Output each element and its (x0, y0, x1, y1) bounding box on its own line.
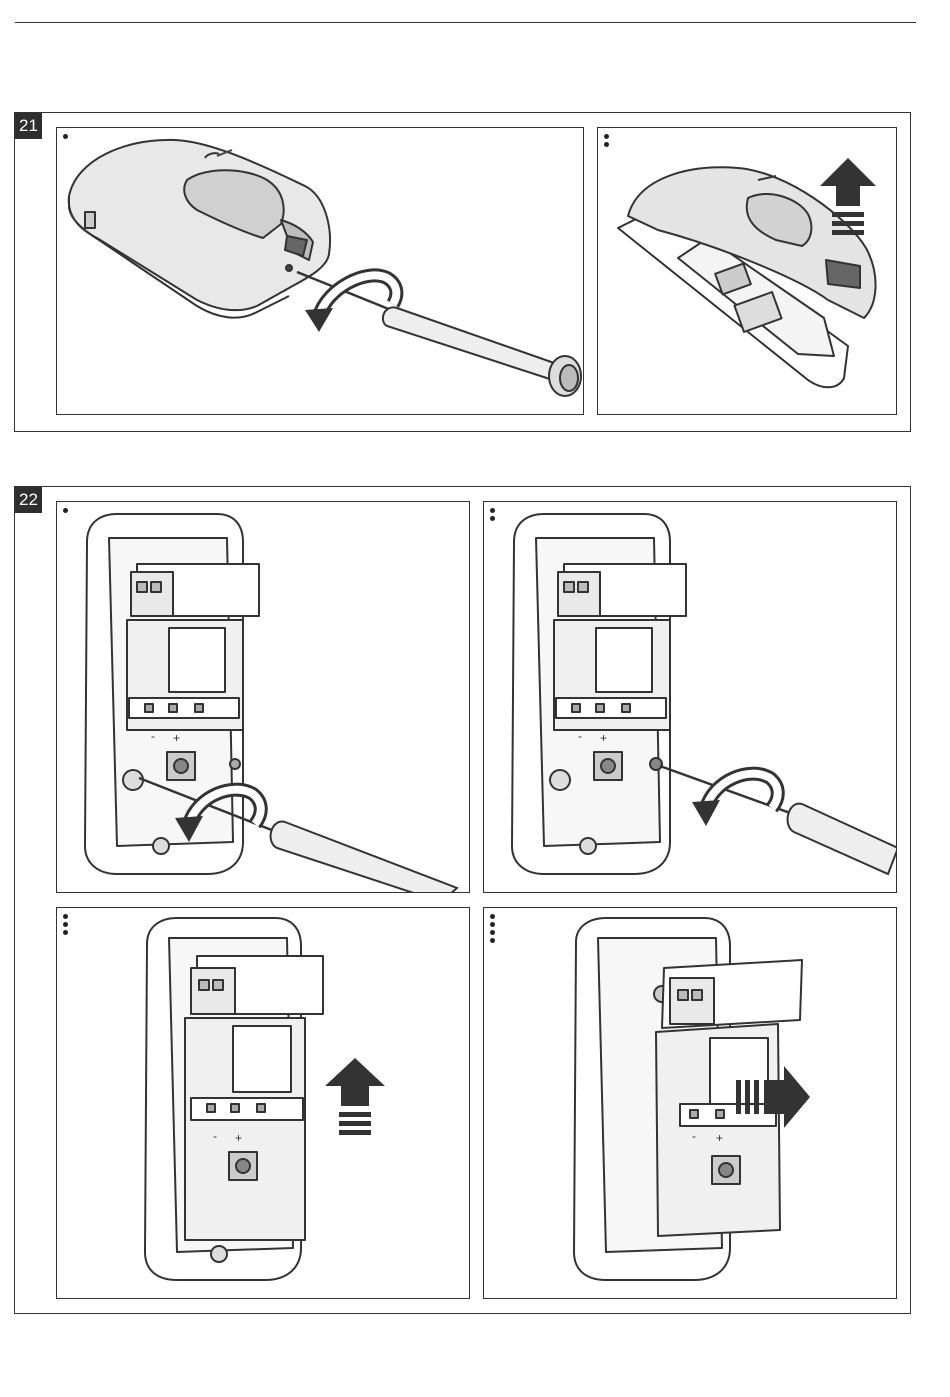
board-lifting-illustration: - + (57, 908, 470, 1299)
svg-text:-: - (213, 1129, 217, 1143)
rotate-arrow-icon (305, 275, 396, 332)
figure-number: 21 (15, 113, 42, 139)
svg-text:+: + (173, 731, 180, 745)
figure-22-panel-1: - + (56, 501, 470, 893)
svg-text:+: + (235, 1131, 242, 1145)
detector-open-illustration (598, 128, 897, 415)
figure-21-panel-1 (56, 127, 584, 415)
svg-text:-: - (578, 729, 582, 743)
figure-21: 21 (14, 112, 911, 432)
header-rule (15, 22, 916, 23)
figure-22-panel-2: - + (483, 501, 897, 893)
base-with-board-illustration: - + (484, 502, 897, 893)
detector-illustration (57, 128, 584, 415)
up-arrow-icon (325, 1058, 385, 1135)
figure-number: 22 (15, 487, 42, 513)
svg-text:-: - (151, 729, 155, 743)
figure-22-panel-4: - + (483, 907, 897, 1299)
figure-21-panel-2 (597, 127, 897, 415)
board-removing-illustration: - + (484, 908, 897, 1299)
base-with-board-illustration: - + (57, 502, 470, 893)
figure-22-panel-3: - + (56, 907, 470, 1299)
svg-text:-: - (692, 1129, 696, 1143)
svg-text:+: + (600, 731, 607, 745)
figure-22: 22 - + (14, 486, 911, 1314)
svg-text:+: + (716, 1131, 723, 1145)
